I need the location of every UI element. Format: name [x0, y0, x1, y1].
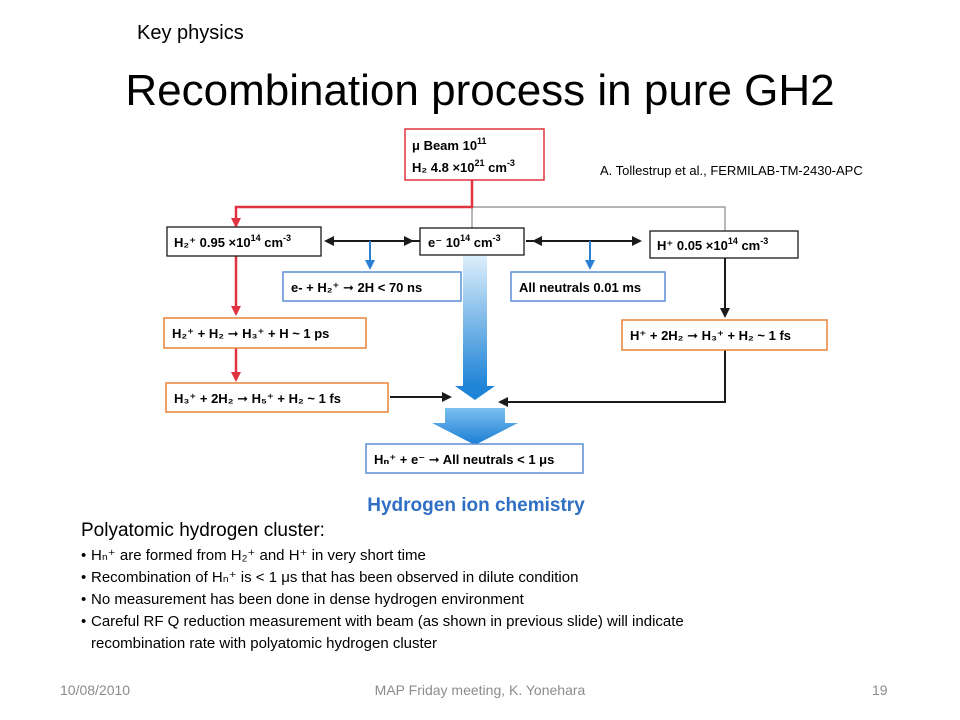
h2-to-h3-box: H₂⁺ + H₂ ➞ H₃⁺ + H ~ 1 ps	[163, 317, 367, 349]
svg-text:H⁺ 0.05 ×1014 cm-3: H⁺ 0.05 ×1014 cm-3	[657, 236, 768, 253]
diagram-caption: Hydrogen ion chemistry	[367, 495, 585, 516]
footer-date: 10/08/2010	[60, 682, 131, 698]
svg-text:H₂⁺ + H₂ ➞ H₃⁺ + H ~ 1 ps: H₂⁺ + H₂ ➞ H₃⁺ + H ~ 1 ps	[172, 326, 329, 341]
svg-text:Hₙ⁺ + e⁻ ➞ All neutrals < 1 μs: Hₙ⁺ + e⁻ ➞ All neutrals < 1 μs	[374, 452, 554, 467]
svg-text:e- + H₂⁺ ➞ 2H < 70 ns: e- + H₂⁺ ➞ 2H < 70 ns	[291, 280, 422, 295]
h2plus-box: H₂⁺ 0.95 ×1014 cm-3	[166, 226, 322, 257]
svg-text:H₂ 4.8 ×1021 cm-3: H₂ 4.8 ×1021 cm-3	[412, 158, 515, 175]
hplus-box: H⁺ 0.05 ×1014 cm-3	[649, 230, 799, 259]
big-flow-arrow	[432, 256, 518, 445]
bullet-item: Recombination of Hₙ⁺ is < 1 μs that has …	[81, 567, 861, 589]
cluster-heading: Polyatomic hydrogen cluster:	[81, 520, 325, 541]
all-neutrals-box: All neutrals 0.01 ms	[510, 271, 666, 302]
page-number: 19	[872, 682, 888, 698]
electron-box: e⁻ 1014 cm-3	[419, 227, 525, 256]
footer-meeting: MAP Friday meeting, K. Yonehara	[374, 682, 586, 698]
recomb-e-h2-box: e- + H₂⁺ ➞ 2H < 70 ns	[282, 271, 462, 302]
bullet-item: Hₙ⁺ are formed from H₂⁺ and H⁺ in very s…	[81, 545, 861, 567]
svg-text:All neutrals 0.01 ms: All neutrals 0.01 ms	[519, 280, 641, 295]
svg-text:H₃⁺ + 2H₂ ➞ H₅⁺ + H₂ ~ 1 fs: H₃⁺ + 2H₂ ➞ H₅⁺ + H₂ ~ 1 fs	[174, 391, 341, 406]
final-box: Hₙ⁺ + e⁻ ➞ All neutrals < 1 μs	[365, 443, 584, 474]
slide-title: Recombination process in pure GH2	[125, 66, 835, 115]
svg-text:H₂⁺ 0.95 ×1014 cm-3: H₂⁺ 0.95 ×1014 cm-3	[174, 233, 291, 250]
reference-citation: A. Tollestrup et al., FERMILAB-TM-2430-A…	[600, 163, 863, 178]
key-physics-label: Key physics	[137, 22, 244, 44]
bullet-item: No measurement has been done in dense hy…	[81, 589, 861, 611]
svg-text:e⁻ 1014 cm-3: e⁻ 1014 cm-3	[428, 233, 501, 250]
connector-lines	[231, 180, 730, 407]
h3-to-h5-box: H₃⁺ + 2H₂ ➞ H₅⁺ + H₂ ~ 1 fs	[165, 382, 389, 413]
beam-box: μ Beam 1011 H₂ 4.8 ×1021 cm-3	[404, 128, 545, 181]
bullet-item: Careful RF Q reduction measurement with …	[81, 611, 861, 633]
svg-text:H⁺ + 2H₂ ➞ H₃⁺ + H₂ ~ 1 fs: H⁺ + 2H₂ ➞ H₃⁺ + H₂ ~ 1 fs	[630, 328, 791, 343]
svg-text:μ Beam 1011: μ Beam 1011	[412, 136, 487, 153]
hplus-to-h3-box: H⁺ + 2H₂ ➞ H₃⁺ + H₂ ~ 1 fs	[621, 319, 828, 351]
bullet-continuation: recombination rate with polyatomic hydro…	[91, 635, 438, 652]
cluster-bullet-list: Hₙ⁺ are formed from H₂⁺ and H⁺ in very s…	[81, 545, 861, 655]
